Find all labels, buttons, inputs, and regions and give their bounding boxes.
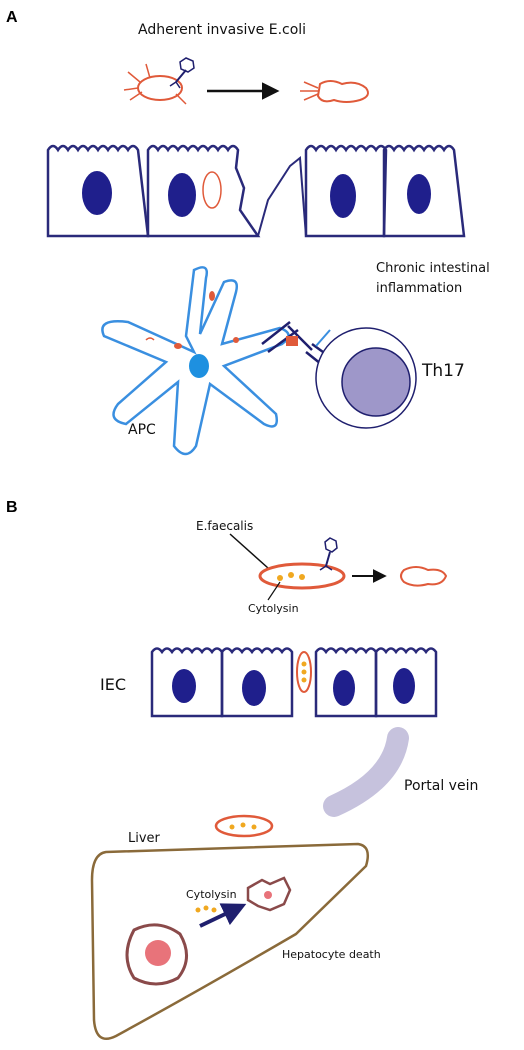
efaecalis-in-blood xyxy=(214,814,274,838)
portal-vein-label: Portal vein xyxy=(404,778,478,794)
aiec-bacterium-lysed xyxy=(300,80,369,103)
phage-icon xyxy=(169,57,195,89)
dying-hepatocyte xyxy=(246,876,292,912)
mhc-tcr-synapse-icon xyxy=(261,321,335,369)
epithelial-cell xyxy=(146,144,261,238)
translocating-efaecalis xyxy=(296,651,312,693)
epithelium-b xyxy=(150,647,438,718)
toxin-arrow xyxy=(199,903,247,928)
phage-icon xyxy=(319,537,338,571)
epithelial-cell xyxy=(150,647,224,718)
apc-label: APC xyxy=(128,422,156,438)
hepatocyte-death-label: Hepatocyte death xyxy=(282,948,381,961)
th17-label: Th17 xyxy=(421,361,465,381)
epithelial-cell xyxy=(382,144,466,238)
panel-a-letter: A xyxy=(6,9,18,26)
epithelial-cell xyxy=(304,144,388,238)
aiec-bacterium-intact xyxy=(123,63,187,105)
efaecalis-lysed xyxy=(400,566,448,587)
th17-cell xyxy=(315,327,417,429)
panel-b-letter: B xyxy=(6,499,18,516)
cytolysin-label: Cytolysin xyxy=(248,602,299,615)
liver-label: Liver xyxy=(128,831,161,846)
iec-label: IEC xyxy=(100,675,126,694)
panel-a-title: Adherent invasive E.coli xyxy=(138,22,306,38)
epithelial-cell xyxy=(314,647,378,718)
efaecalis-pointer xyxy=(229,533,269,569)
portal-vein-shape xyxy=(323,727,409,817)
liver-cytolysin-label: Cytolysin xyxy=(186,888,237,901)
healthy-hepatocyte xyxy=(125,923,188,986)
epithelial-cell xyxy=(374,647,438,718)
damaged-junction xyxy=(257,156,307,237)
efaecalis-label: E.faecalis xyxy=(196,519,253,533)
epithelial-cell xyxy=(220,647,294,718)
cytolysin-dots xyxy=(195,905,217,913)
epithelium-a xyxy=(46,144,466,238)
epithelial-cell xyxy=(46,144,150,238)
efaecalis-bacterium xyxy=(258,562,346,590)
apc-cell xyxy=(101,266,290,456)
inflammation-label-line2: inflammation xyxy=(376,281,462,296)
inflammation-label-line1: Chronic intestinal xyxy=(376,261,490,276)
liver-outline xyxy=(90,842,369,1040)
cytolysin-pointer xyxy=(267,581,281,601)
